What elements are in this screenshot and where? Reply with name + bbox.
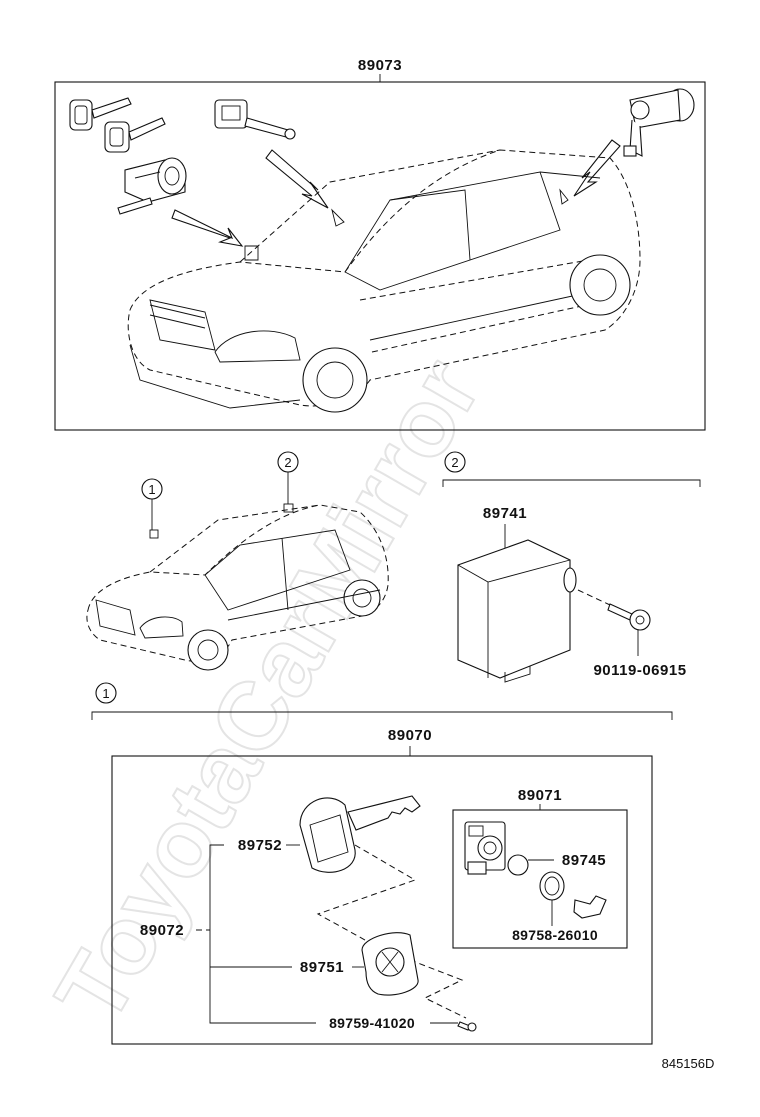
key-icon bbox=[69, 97, 132, 131]
screw-icon bbox=[457, 1021, 477, 1032]
arrow-icon bbox=[171, 209, 244, 247]
label-90119-06915: 90119-06915 bbox=[593, 662, 686, 679]
door-lock-cylinder-icon bbox=[214, 99, 296, 140]
key-icon bbox=[104, 117, 166, 153]
callout-1: 1 bbox=[141, 478, 163, 539]
diagram-code: 845156D bbox=[662, 1056, 715, 1071]
callout-2-bracket: 2 bbox=[442, 451, 701, 487]
key-blank-icon bbox=[299, 795, 421, 873]
car-illustration-small bbox=[86, 504, 389, 671]
svg-text:1: 1 bbox=[148, 482, 155, 497]
lock-cylinder-icon bbox=[464, 821, 506, 875]
svg-text:1: 1 bbox=[102, 686, 109, 701]
arrow-icon bbox=[265, 149, 329, 209]
control-module-icon bbox=[457, 539, 577, 683]
cap-icon bbox=[507, 854, 529, 876]
top-section: 89073 bbox=[54, 57, 706, 431]
label-89759-41020: 89759-41020 bbox=[329, 1015, 415, 1031]
bottom-section: 1 89070 89752 89751 89759- bbox=[91, 682, 673, 1045]
svg-text:2: 2 bbox=[451, 455, 458, 470]
callout-2: 2 bbox=[277, 451, 299, 513]
svg-text:2: 2 bbox=[284, 455, 291, 470]
label-89070: 89070 bbox=[388, 727, 432, 744]
label-89752: 89752 bbox=[238, 837, 282, 854]
bolt-icon bbox=[607, 603, 651, 631]
label-89073: 89073 bbox=[358, 57, 402, 74]
clip-icon bbox=[573, 895, 607, 919]
label-89745: 89745 bbox=[562, 852, 606, 869]
label-89741: 89741 bbox=[483, 505, 527, 522]
middle-section: 1 2 2 8974 bbox=[86, 451, 701, 683]
lock-set-frame bbox=[452, 809, 628, 949]
label-89751: 89751 bbox=[300, 959, 344, 976]
ignition-cylinder-icon bbox=[117, 157, 187, 215]
key-set-frame bbox=[111, 755, 653, 1045]
label-89072: 89072 bbox=[140, 922, 184, 939]
callout-1-bracket: 1 bbox=[91, 682, 673, 720]
label-89758-26010: 89758-26010 bbox=[512, 927, 598, 943]
back-door-cylinder-icon bbox=[623, 88, 695, 157]
transponder-chip-icon bbox=[361, 932, 419, 996]
ring-icon bbox=[539, 871, 565, 901]
arrow-icon bbox=[573, 139, 621, 197]
car-illustration-large bbox=[127, 149, 641, 413]
label-89071: 89071 bbox=[518, 787, 562, 804]
